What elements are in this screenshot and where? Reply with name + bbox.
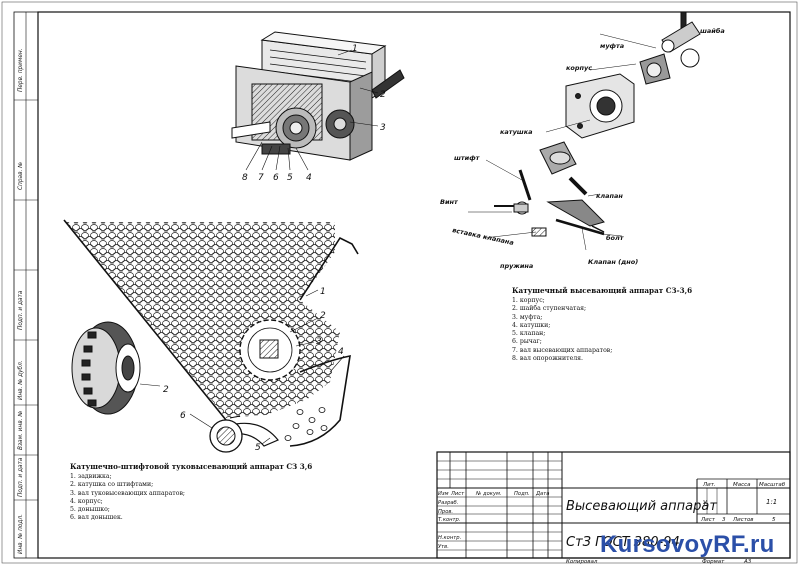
caption-seed-title: Катушечный высевающий аппарат СЗ-3,6 [512, 286, 693, 295]
bottom-shaft [216, 426, 236, 446]
sprocket-detail [71, 321, 161, 415]
caption-seed-item: 6. рычаг; [512, 338, 542, 346]
tb-row-utv: Утв. [438, 544, 449, 550]
caption-fertilizer-item: 3. вал туковысевающих аппаратов; [70, 489, 186, 497]
caption-fertilizer-list: 1. задвижка; 2. катушка со штифтами; 3. … [70, 473, 312, 523]
title-block [436, 451, 791, 559]
shutter [299, 236, 359, 301]
caption-seed-item: 2. шайба ступенчатая; [512, 305, 587, 313]
side-label-2: Подп. и дата [18, 290, 24, 331]
watermark-tld: .ru [743, 531, 775, 558]
caption-fertilizer-apparatus: Катушечно-штифтовой туковысевающий аппар… [70, 462, 312, 523]
label-pruzhina: пружина [500, 262, 533, 270]
exploded-labels: шайба муфта корпус катушка штифт клапан … [440, 27, 725, 270]
tb-lit-value: у [702, 498, 708, 506]
caption-seed-item: 1. корпус; [512, 297, 545, 304]
tb-row-prov: Пров. [438, 509, 453, 515]
label-klapan-dno: Клапан (дно) [588, 258, 638, 266]
cs-callout-5: 5 [255, 443, 261, 453]
side-label-4: Взам. инв. № [18, 410, 24, 450]
cross-section-callouts: 1 2 3 4 5 6 2 [163, 287, 344, 453]
caption-fertilizer-item: 5. донышко; [70, 506, 110, 514]
tb-mass-header: Масса [733, 482, 751, 488]
tb-row-nkontr: Н.контр. [438, 535, 461, 541]
label-vstavka: вставка клапана [452, 226, 515, 247]
title-block-text: Изм Лист № докум. Подп. Дата Разраб. Про… [438, 482, 786, 565]
tb-row-razrab: Разраб. [438, 500, 458, 506]
tb-format-label: Формат [702, 559, 725, 565]
label-katushka: катушка [500, 128, 533, 136]
label-shtift: штифт [454, 154, 481, 162]
tb-lit-header: Лит. [702, 482, 716, 488]
tb-sheets-value: 5 [772, 517, 776, 523]
tb-format-value: А3 [743, 559, 752, 565]
side-label-1: Справ. № [18, 161, 24, 190]
tb-title: Высевающий аппарат [566, 499, 717, 514]
label-shaiba: шайба [700, 27, 725, 35]
caption-seed-item: 4. катушки; [512, 321, 551, 329]
caption-seed-item: 8. вал опорожнителя. [512, 355, 584, 363]
side-label-5: Подп. и дата [18, 457, 24, 498]
cross-section [63, 219, 359, 453]
tb-col-list: Лист [450, 491, 465, 497]
tb-copied: Копировал [566, 559, 598, 565]
detail-callout-2: 2 [163, 385, 169, 395]
caption-fertilizer-item: 1. задвижка; [70, 473, 112, 480]
callout-5: 5 [287, 173, 293, 183]
left-strip-dividers [14, 99, 38, 501]
caption-seed-item: 3. муфта; [512, 313, 543, 321]
caption-fertilizer-item: 6. вал донышек. [70, 514, 123, 522]
cs-callout-3: 3 [316, 337, 322, 347]
cs-callout-6: 6 [180, 411, 186, 421]
side-label-6: Инв. № подл. [18, 514, 24, 554]
tb-sheet-value: 3 [722, 517, 726, 523]
callout-3: 3 [380, 123, 386, 133]
tb-col-data: Дата [535, 491, 549, 497]
isometric-apparatus [231, 31, 405, 171]
housing [289, 354, 351, 447]
cs-callout-2: 2 [320, 311, 326, 321]
tb-designation: СтЗ ГОСТ 380-94 [566, 535, 680, 550]
label-mufta: муфта [600, 42, 624, 50]
label-vint: Винт [440, 198, 459, 206]
label-bolt: болт [606, 234, 625, 242]
callout-7: 7 [258, 173, 264, 183]
tb-sheet-label: Лист [700, 517, 716, 523]
cs-callout-4: 4 [338, 347, 344, 357]
tb-sheets-label: Листов [732, 517, 754, 523]
exploded-view [468, 11, 701, 251]
watermark-text: KursovoyRF [600, 531, 744, 558]
callout-4: 4 [306, 173, 312, 183]
tb-scale-header: Масштаб [759, 482, 786, 488]
tb-row-tkontr: Т.контр. [438, 517, 460, 523]
caption-fertilizer-item: 4. корпус; [70, 497, 103, 505]
caption-seed-item: 7. вал высевающих аппаратов; [512, 346, 613, 354]
caption-seed-item: 5. клапан; [512, 330, 546, 338]
label-klapan: клапан [596, 192, 623, 200]
watermark-logo: KursovoyRF.ru [600, 531, 775, 559]
caption-seed-apparatus: Катушечный высевающий аппарат СЗ-3,6 1. … [512, 286, 692, 363]
callout-2: 2 [380, 90, 386, 100]
caption-seed-list: 1. корпус; 2. шайба ступенчатая; 3. муфт… [512, 297, 692, 363]
callout-6: 6 [273, 173, 279, 183]
caption-fertilizer-title: Катушечно-штифтовой туковысевающий аппар… [70, 462, 313, 471]
tb-col-doc: № докум. [475, 491, 502, 497]
callout-1: 1 [352, 44, 358, 54]
caption-fertilizer-item: 2. катушка со штифтами; [70, 481, 154, 489]
tb-scale-value: 1:1 [766, 498, 777, 506]
top-left-callouts: 1 2 3 4 5 6 7 8 [242, 44, 386, 183]
side-label-0: Перв. примен. [18, 48, 24, 92]
tb-col-podp: Подп. [514, 491, 530, 497]
label-korpus: корпус [566, 64, 592, 72]
side-label-3: Инв. № дубл. [18, 360, 24, 400]
shaft-square [259, 339, 279, 359]
callout-8: 8 [242, 173, 248, 183]
cs-callout-1: 1 [320, 287, 326, 297]
tb-col-izm: Изм [438, 491, 449, 497]
